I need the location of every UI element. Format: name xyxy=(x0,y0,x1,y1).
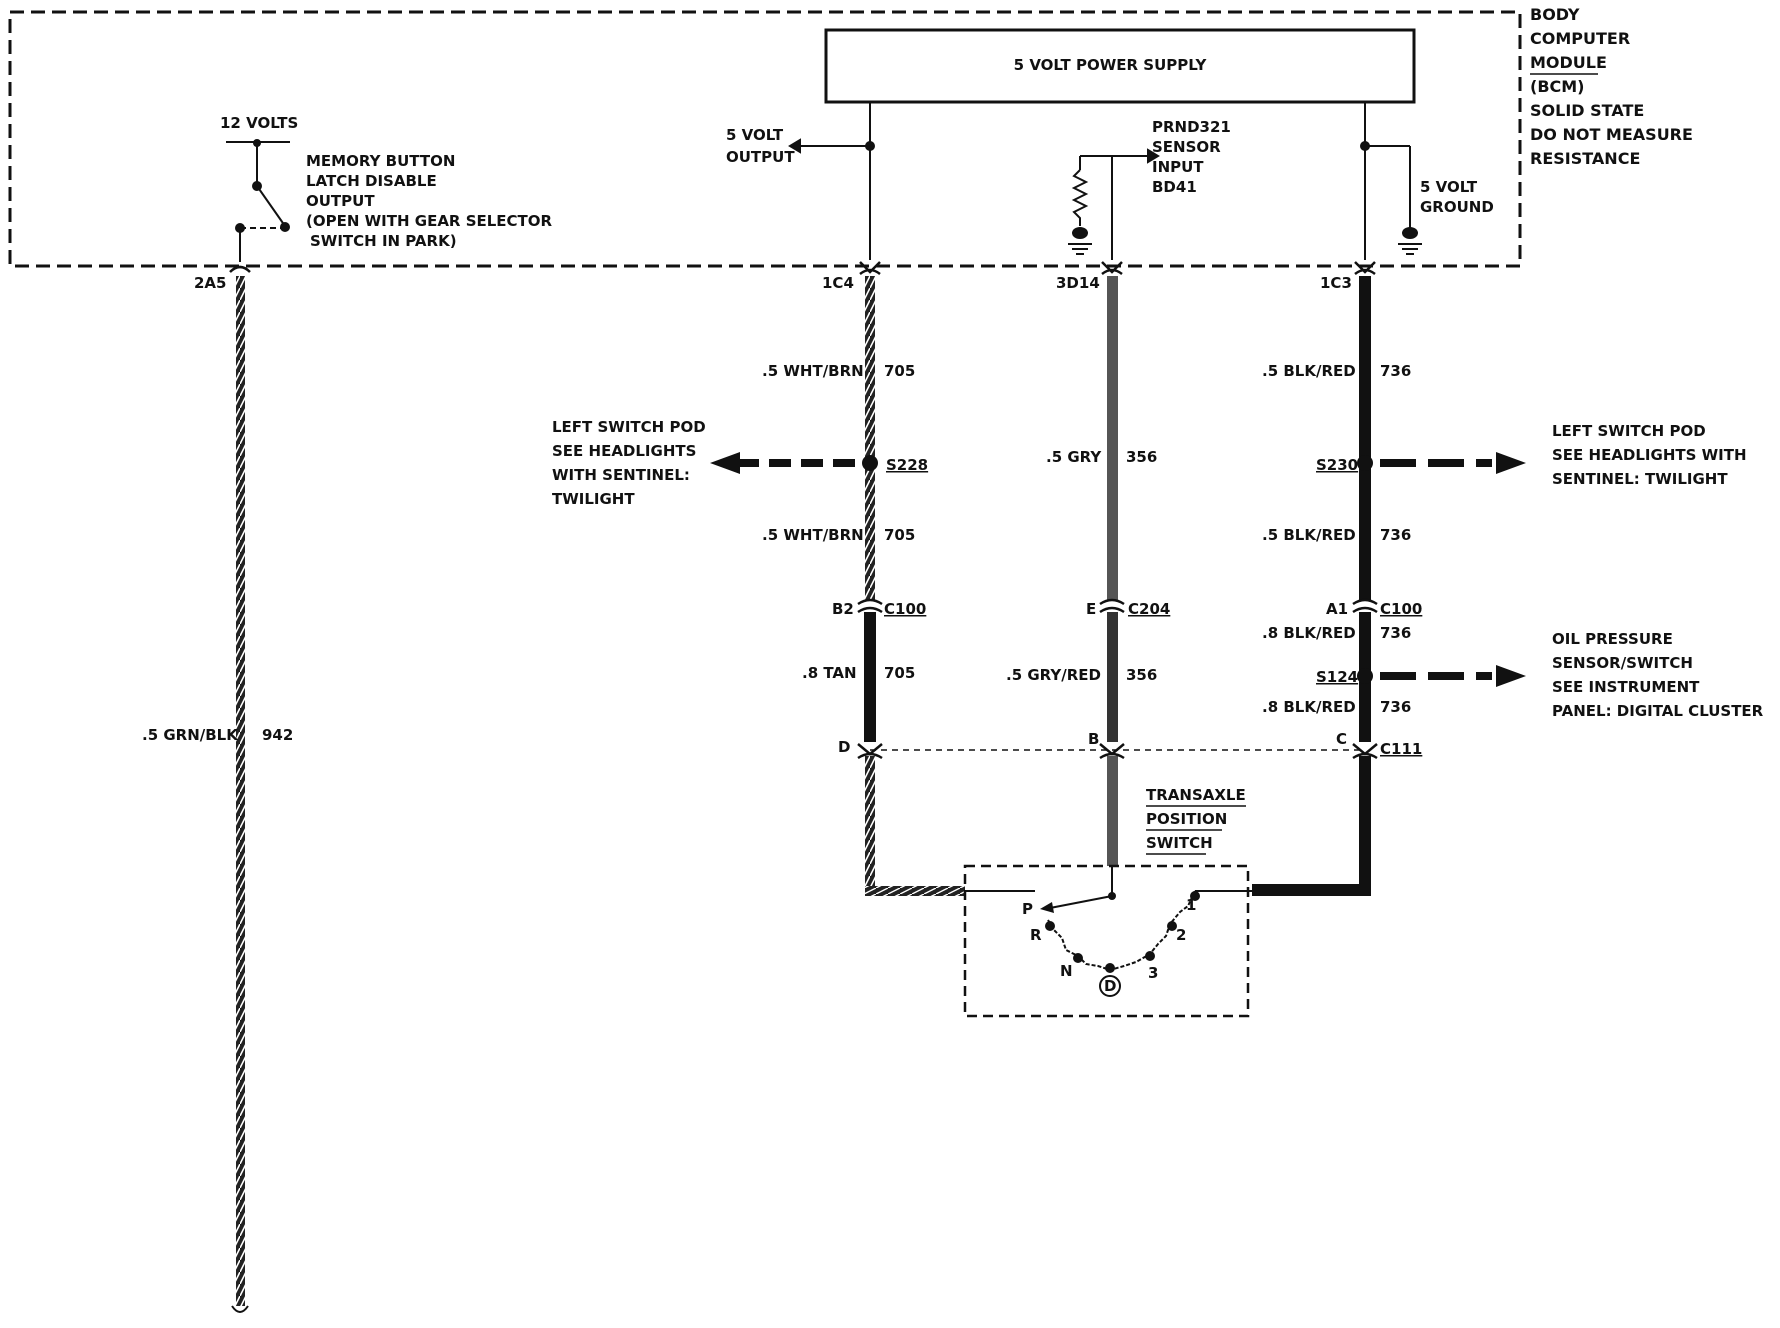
c111-pin-d: D xyxy=(838,738,850,756)
five-volt-ground-1: 5 VOLT xyxy=(1420,178,1478,196)
c111-name: C111 xyxy=(1380,740,1422,758)
left-pod-2-line-2: SEE HEADLIGHTS WITH xyxy=(1552,446,1747,464)
c204-name: C204 xyxy=(1128,600,1170,618)
five-volt-output-2: OUTPUT xyxy=(726,148,795,166)
wire-736 xyxy=(1252,276,1371,896)
transaxle-title-3: SWITCH xyxy=(1146,834,1213,852)
splice-s124 xyxy=(1357,665,1526,687)
bcm-title-2: COMPUTER xyxy=(1530,29,1630,48)
prnd-input-1: PRND321 xyxy=(1152,118,1231,136)
wire-736a-gauge: .5 BLK/RED xyxy=(1262,362,1356,380)
bcm-title-1: BODY xyxy=(1530,5,1580,24)
c100-left-name: C100 xyxy=(884,600,926,618)
c111-pin-c: C xyxy=(1336,730,1347,748)
ground-icon-prnd xyxy=(1068,227,1092,255)
bcm-title-3: MODULE xyxy=(1530,53,1607,72)
pin-2a5: 2A5 xyxy=(194,274,226,292)
oil-pressure-line-1: OIL PRESSURE xyxy=(1552,630,1673,648)
transaxle-switch xyxy=(963,864,1252,1018)
wire-736d-gauge: .8 BLK/RED xyxy=(1262,698,1356,716)
wire-736b-circuit: 736 xyxy=(1380,526,1411,544)
wire-736b-gauge: .5 BLK/RED xyxy=(1262,526,1356,544)
wire-705c-gauge: .8 TAN xyxy=(802,664,857,682)
prnd-input-4: BD41 xyxy=(1152,178,1197,196)
splice-s124-label: S124 xyxy=(1316,668,1358,686)
memory-button-switch xyxy=(226,141,290,262)
wire-942-circuit: 942 xyxy=(262,726,293,744)
position-3: 3 xyxy=(1148,964,1158,982)
five-volt-ground-2: GROUND xyxy=(1420,198,1494,216)
wire-705b-circuit: 705 xyxy=(884,526,915,544)
transaxle-title-1: TRANSAXLE xyxy=(1146,786,1246,804)
c100-left-pin: B2 xyxy=(832,600,854,618)
memory-button-4: (OPEN WITH GEAR SELECTOR xyxy=(306,212,553,230)
wire-356 xyxy=(1107,276,1118,896)
left-pod-1-line-2: SEE HEADLIGHTS xyxy=(552,442,696,460)
bcm-title-4: (BCM) xyxy=(1530,77,1584,96)
position-d: D xyxy=(1104,977,1116,995)
wire-736d-circuit: 736 xyxy=(1380,698,1411,716)
oil-pressure-line-4: PANEL: DIGITAL CLUSTER xyxy=(1552,702,1764,720)
prnd-input-2: SENSOR xyxy=(1152,138,1221,156)
bcm-pin-connectors xyxy=(229,261,1376,276)
memory-button-3: OUTPUT xyxy=(306,192,375,210)
pin-3d14: 3D14 xyxy=(1056,274,1100,292)
wire-356b-circuit: 356 xyxy=(1126,666,1157,684)
wire-705b-gauge: .5 WHT/BRN xyxy=(762,526,864,544)
pin-1c3: 1C3 xyxy=(1320,274,1352,292)
left-pod-1-line-1: LEFT SWITCH POD xyxy=(552,418,706,436)
bcm-boundary xyxy=(8,10,1522,268)
wire-736c-gauge: .8 BLK/RED xyxy=(1262,624,1356,642)
transaxle-title-underlines xyxy=(1146,805,1246,855)
wire-736c-circuit: 736 xyxy=(1380,624,1411,642)
power-supply-label: 5 VOLT POWER SUPPLY xyxy=(1014,56,1208,74)
memory-button-5: SWITCH IN PARK) xyxy=(310,232,457,250)
wire-705a-gauge: .5 WHT/BRN xyxy=(762,362,864,380)
bcm-label: BODY COMPUTER MODULE (BCM) SOLID STATE D… xyxy=(1530,5,1693,168)
oil-pressure-line-3: SEE INSTRUMENT xyxy=(1552,678,1700,696)
c111-pin-b: B xyxy=(1088,730,1099,748)
twelve-volts-label: 12 VOLTS xyxy=(220,114,298,132)
bcm-note-3: RESISTANCE xyxy=(1530,149,1640,168)
wire-705c-circuit: 705 xyxy=(884,664,915,682)
power-supply-box: 5 VOLT POWER SUPPLY xyxy=(824,28,1416,104)
left-pod-2-line-1: LEFT SWITCH POD xyxy=(1552,422,1706,440)
five-volt-output-1: 5 VOLT xyxy=(726,126,784,144)
position-r: R xyxy=(1030,926,1042,944)
c100-right-name: C100 xyxy=(1380,600,1422,618)
c100-right-pin: A1 xyxy=(1326,600,1348,618)
wire-356a-circuit: 356 xyxy=(1126,448,1157,466)
wire-356b-gauge: .5 GRY/RED xyxy=(1006,666,1101,684)
position-n: N xyxy=(1060,962,1073,980)
wire-705a-circuit: 705 xyxy=(884,362,915,380)
oil-pressure-line-2: SENSOR/SWITCH xyxy=(1552,654,1693,672)
ground-icon-5v xyxy=(1398,227,1422,255)
splice-s230 xyxy=(1357,452,1526,474)
left-pod-1-line-3: WITH SENTINEL: xyxy=(552,466,690,484)
bcm-note-2: DO NOT MEASURE xyxy=(1530,125,1693,144)
position-2: 2 xyxy=(1176,926,1186,944)
transaxle-title-2: POSITION xyxy=(1146,810,1227,828)
memory-button-2: LATCH DISABLE xyxy=(306,172,437,190)
prnd-input-3: INPUT xyxy=(1152,158,1204,176)
splice-s228 xyxy=(710,452,878,474)
bcm-note-1: SOLID STATE xyxy=(1530,101,1644,120)
pin-1c4: 1C4 xyxy=(822,274,854,292)
bcm-internal-wiring xyxy=(788,102,1411,260)
position-p: P xyxy=(1022,900,1033,918)
wire-942 xyxy=(231,276,249,1313)
splice-s228-label: S228 xyxy=(886,456,928,474)
wire-736a-circuit: 736 xyxy=(1380,362,1411,380)
inline-connectors xyxy=(857,598,1378,760)
left-pod-1-line-4: TWILIGHT xyxy=(552,490,635,508)
splice-s230-label: S230 xyxy=(1316,456,1358,474)
wire-942-gauge: .5 GRN/BLK xyxy=(142,726,239,744)
wire-356a-gauge: .5 GRY xyxy=(1046,448,1102,466)
c204-pin: E xyxy=(1086,600,1096,618)
memory-button-1: MEMORY BUTTON xyxy=(306,152,455,170)
position-1: 1 xyxy=(1186,896,1196,914)
wire-705 xyxy=(864,276,965,896)
left-pod-2-line-3: SENTINEL: TWILIGHT xyxy=(1552,470,1728,488)
